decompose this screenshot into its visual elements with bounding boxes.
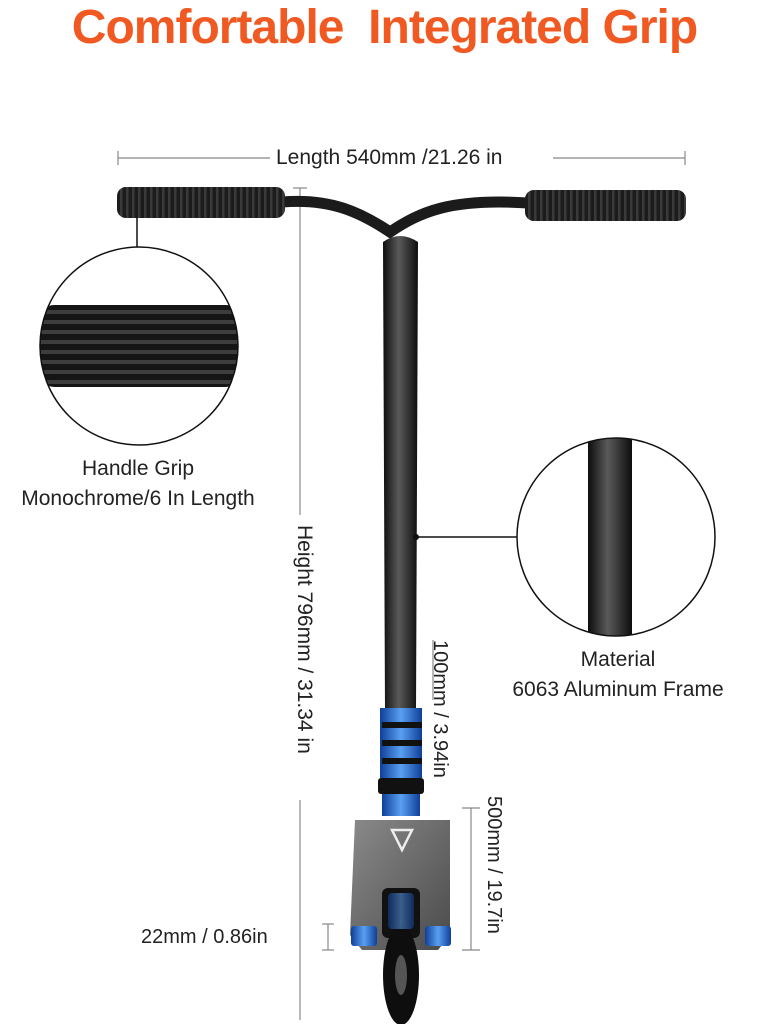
grip-label-line1: Handle Grip bbox=[81, 457, 195, 480]
height-dimension-line bbox=[293, 187, 307, 1020]
page-title: Comfortable Integrated Grip bbox=[0, 0, 769, 58]
grip-label-line2: Monochrome/6 In Length bbox=[21, 487, 255, 510]
frame-callout bbox=[413, 437, 716, 637]
width-label: 22mm / 0.86in bbox=[141, 926, 268, 948]
wheel bbox=[382, 888, 420, 1024]
left-grip bbox=[117, 187, 285, 218]
title-part-1: Comfortable bbox=[71, 1, 345, 54]
frame-label-line2: 6063 Aluminum Frame bbox=[512, 678, 724, 701]
grip-callout bbox=[39, 217, 239, 446]
deck-dimension-line bbox=[462, 807, 480, 951]
stem bbox=[378, 236, 424, 816]
height-label: Height 796mm / 31.34 in bbox=[293, 525, 316, 754]
title-part-2: Integrated Grip bbox=[368, 1, 698, 54]
width-dimension-line bbox=[322, 923, 334, 951]
handlebar bbox=[117, 187, 686, 239]
stem-label: 100mm / 3.94in bbox=[429, 640, 451, 778]
deck bbox=[350, 820, 451, 950]
right-grip bbox=[525, 190, 686, 221]
deck-label: 500mm / 19.7in bbox=[483, 796, 505, 934]
length-dimension-line bbox=[117, 151, 686, 165]
length-label: Length 540mm /21.26 in bbox=[276, 146, 503, 169]
frame-label-line1: Material bbox=[580, 648, 656, 671]
